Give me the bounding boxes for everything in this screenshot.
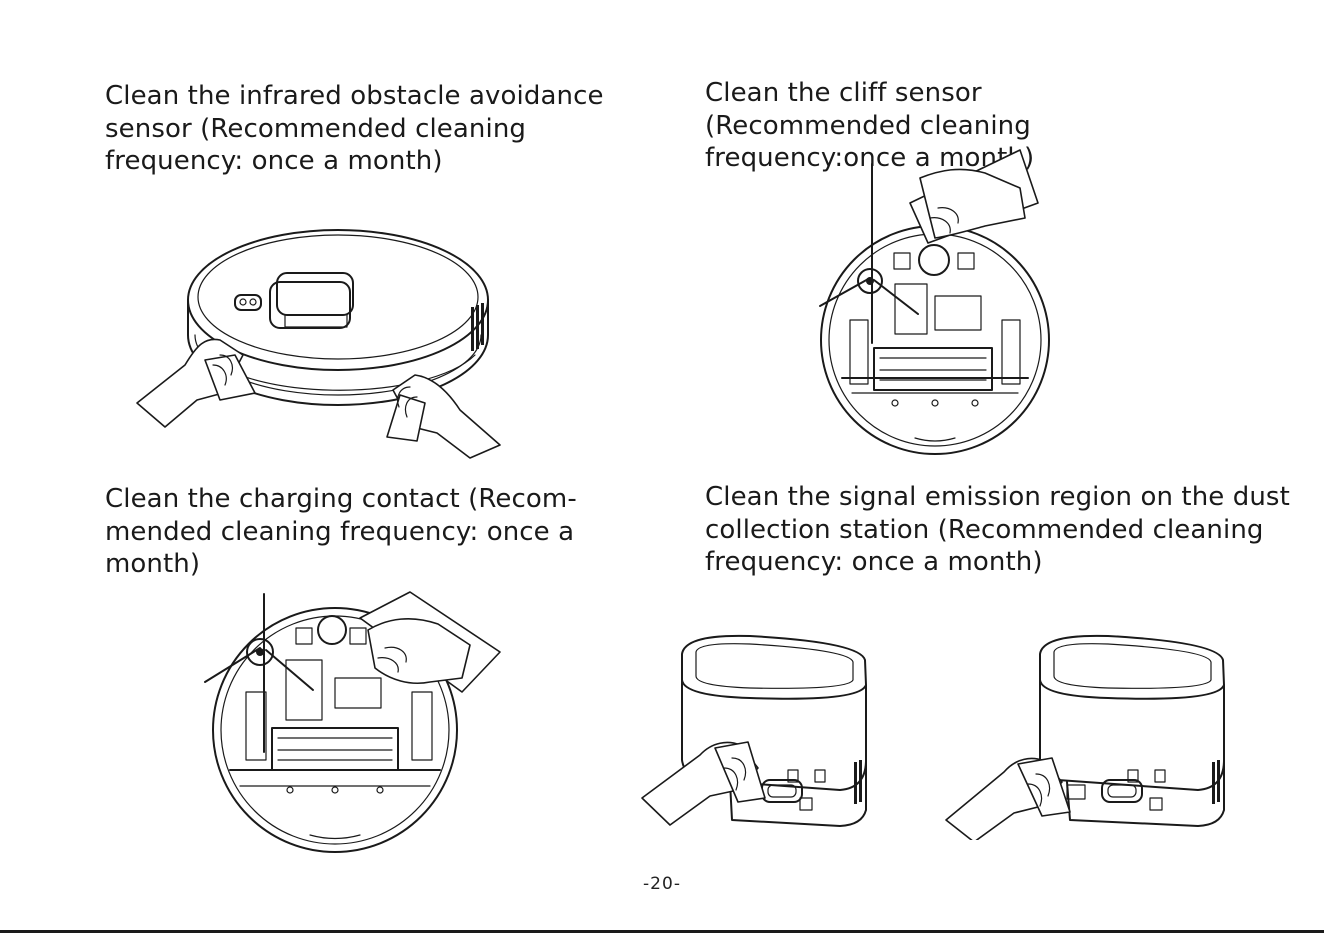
- caption-infrared-sensor: Clean the infrared obstacle avoidance se…: [105, 81, 604, 176]
- caption-signal-emission: Clean the signal emission region on the …: [705, 482, 1290, 577]
- caption-cliff-sensor: Clean the cliff sensor (Recommended clea…: [705, 78, 1035, 173]
- page-number: -20-: [643, 874, 681, 894]
- illustration-charging-contact: [200, 590, 505, 855]
- illustration-dust-station-wipe-left: [640, 630, 885, 830]
- illustration-dust-station-wipe-right: [942, 630, 1242, 840]
- caption-charging-contact: Clean the charging contact (Recom-mended…: [105, 484, 577, 579]
- illustration-cliff-sensor: [810, 148, 1060, 458]
- bottom-rule: [0, 930, 1324, 933]
- illustration-robot-top-wipe: [125, 215, 515, 465]
